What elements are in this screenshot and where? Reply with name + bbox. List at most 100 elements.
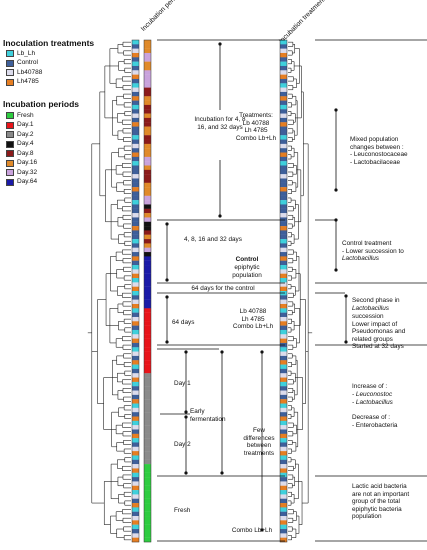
period-cell xyxy=(144,44,151,49)
period-cell xyxy=(144,338,151,344)
fresh-text: Fresh xyxy=(174,507,191,514)
right-treatment-cell xyxy=(280,74,287,80)
control-bold-text: Control xyxy=(235,256,259,263)
right-treatment-cell xyxy=(280,152,287,157)
left-treatment-cell xyxy=(132,520,139,525)
left-treatment-cell xyxy=(132,446,139,452)
right-treatment-cell xyxy=(280,464,287,469)
period-cell xyxy=(144,316,151,322)
bracket-dot xyxy=(334,108,338,112)
right-treatment-cell xyxy=(280,221,287,227)
left-treatment-cell xyxy=(132,148,139,153)
day1-text: Day 1 xyxy=(174,380,191,387)
left-treatment-cell xyxy=(132,135,139,140)
right-treatment-cell xyxy=(280,78,287,84)
period-cell xyxy=(144,234,151,240)
right-treatment-cell xyxy=(280,208,287,214)
legend-period-label: Day.32 xyxy=(17,168,38,176)
period-cell xyxy=(144,282,151,287)
period-cell xyxy=(144,83,151,88)
legend-period-label: Day.64 xyxy=(17,178,38,185)
combo-bottom-text: Combo Lb+Lh xyxy=(231,527,273,534)
bracket-dot xyxy=(218,42,222,46)
legend-treatment-label: Lb_Lh xyxy=(17,49,36,57)
right-treatment-cell xyxy=(280,230,287,235)
left-treatment-cell xyxy=(132,152,139,157)
right-treatment-cell xyxy=(280,520,287,525)
period-cell xyxy=(144,394,151,400)
period-cell xyxy=(144,178,151,183)
left-treatment-cell xyxy=(132,533,139,538)
left-treatment-cell xyxy=(132,130,139,136)
left-treatment-cell xyxy=(132,230,139,235)
legend-period-label: Fresh xyxy=(17,111,34,119)
left-treatment-cell xyxy=(132,347,139,352)
period-cell xyxy=(144,503,151,508)
legend-period-swatch xyxy=(6,131,14,138)
left-treatment-cell xyxy=(132,143,139,149)
period-cell xyxy=(144,303,151,309)
legend-treatment-swatch xyxy=(6,50,14,57)
period-cell xyxy=(144,256,151,261)
period-cell xyxy=(144,204,151,209)
right-treatment-cell xyxy=(280,529,287,534)
right-treatment-cell xyxy=(280,511,287,517)
period-cell xyxy=(144,200,151,205)
second-phase-lacto: Lactobacillus xyxy=(352,305,389,312)
right-treatment-cell xyxy=(280,459,287,465)
days64-control-text: 64 days for the control xyxy=(191,285,255,292)
left-treatment-cell xyxy=(132,438,139,443)
right-treatment-cell xyxy=(280,537,287,543)
period-cell xyxy=(144,390,151,396)
period-cell xyxy=(144,364,151,370)
period-cell xyxy=(144,351,151,357)
left-treatment-cell xyxy=(132,169,139,175)
left-treatment-cell xyxy=(132,126,139,132)
left-treatment-cell xyxy=(132,459,139,465)
left-treatment-cell xyxy=(132,472,139,478)
left-treatment-cell xyxy=(132,455,139,460)
left-treatment-cell xyxy=(132,139,139,145)
right-treatment-cell xyxy=(280,260,287,266)
right-treatment-cell xyxy=(280,446,287,452)
period-cell xyxy=(144,420,151,426)
right-treatment-cell xyxy=(280,100,287,106)
period-cell xyxy=(144,342,151,348)
few-differences-text: Few differences between treatments xyxy=(243,427,275,457)
period-cell xyxy=(144,516,151,521)
strip-frame xyxy=(131,39,140,543)
right-treatment-cell xyxy=(280,412,287,417)
bracket-dot xyxy=(165,278,169,282)
right-treatment-cell xyxy=(280,143,287,149)
bracket-dot xyxy=(220,471,224,475)
period-cell xyxy=(144,247,151,253)
left-treatment-cell xyxy=(132,537,139,543)
right-treatment-cell xyxy=(280,377,287,383)
control-treatment-text: Control treatment - Lower succession to xyxy=(342,240,404,255)
right-treatment-cell xyxy=(280,182,287,188)
period-cell xyxy=(144,104,151,110)
bracket-dot xyxy=(218,214,222,218)
period-cell xyxy=(144,464,151,469)
right-treatment-cell xyxy=(280,57,287,62)
left-treatment-cell xyxy=(132,373,139,378)
period-cell xyxy=(144,195,151,201)
left-treatment-cell xyxy=(132,381,139,387)
period-cell xyxy=(144,291,151,296)
left-treatment-cell xyxy=(132,351,139,357)
increase-leuc-text: - Leuconostoc xyxy=(352,391,393,398)
left-treatment-cell xyxy=(132,355,139,361)
legend-treatment-label: Lh4785 xyxy=(17,78,39,85)
second-phase-text-2: succession Lower impact of Pseudomonas a… xyxy=(352,313,406,351)
left-treatment-cell xyxy=(132,122,139,127)
right-treatment-cell xyxy=(280,481,287,486)
right-treatment-cell xyxy=(280,70,287,75)
left-treatment-cell xyxy=(132,286,139,292)
period-cell xyxy=(144,130,151,136)
left-treatment-cell xyxy=(132,117,139,123)
right-treatment-cell xyxy=(280,65,287,71)
bracket-dot xyxy=(334,268,338,272)
left-treatment-cell xyxy=(132,416,139,421)
